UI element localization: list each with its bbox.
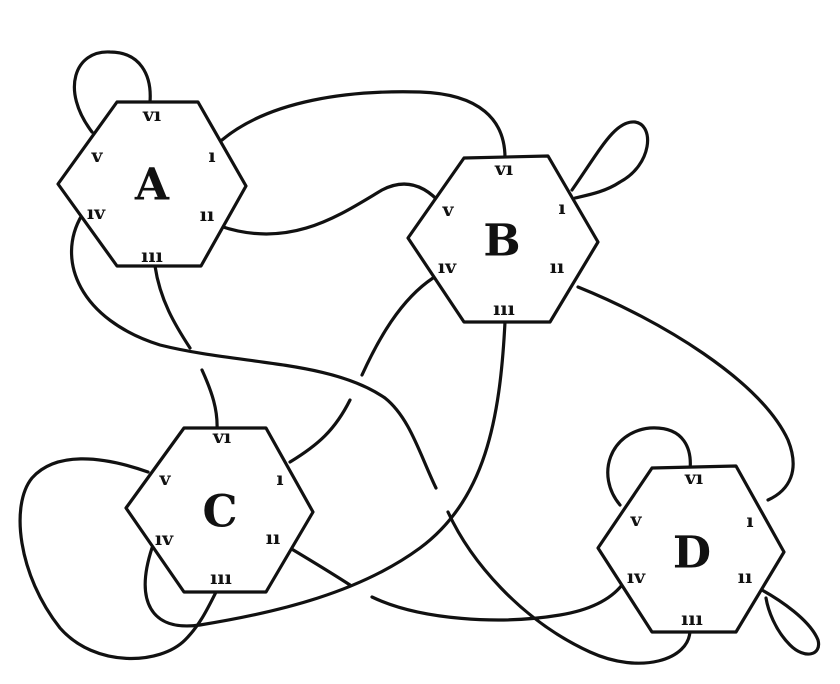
node-c-port-ii: ıı [266,527,280,549]
node-a-hexagon [56,100,248,268]
node-a: A vı ı ıı ııı ıv v [56,100,248,268]
node-b-port-i: ı [558,197,565,219]
strand-a-ii-to-b-v [218,182,444,236]
node-c-hexagon [124,426,315,594]
strand-a-iv-to-d-iii-part2 [446,510,692,665]
strand-a-self-loop [72,50,152,134]
strand-b-iv-to-c-i-lower [288,398,352,464]
node-a-port-iii: ııı [141,245,163,267]
node-b-port-iv: ıv [438,256,457,278]
node-b: B vı ı ıı ııı ıv v [406,154,600,324]
node-a-port-v: v [90,145,103,167]
node-a-port-iv: ıv [87,202,106,224]
node-c-port-iii: ııı [210,567,232,589]
node-b-hexagon [406,154,600,324]
node-b-port-vi: vı [494,158,513,180]
strand-b-self-loop [570,120,650,200]
strand-a-iii-to-c-vi-lower [200,368,219,432]
node-d-port-v: v [629,509,642,531]
node-c-port-i: ı [276,468,283,490]
strand-c-v-outer-loop [18,457,220,661]
strand-a-iv-to-d-iii-part1 [69,213,438,490]
node-c: C vı ı ıı ııı ıv v [124,426,315,594]
node-a-label: A [134,160,170,211]
strand-a-i-to-b-vi [220,90,507,160]
node-a-port-ii: ıı [200,204,214,226]
node-d-label: D [673,528,711,579]
strand-d-top-loop [606,426,692,507]
node-a-port-i: ı [208,145,215,167]
node-d-hexagon [596,464,786,634]
node-d-port-ii: ıı [738,566,752,588]
strand-b-ii-to-d [576,285,795,502]
node-c-label: C [202,487,237,538]
strand-d-right-loop [760,588,821,656]
strand-c-ii-to-d-iv-part1 [288,546,352,587]
strand-c-ii-to-d-iv-part2 [370,583,624,622]
node-b-label: B [483,216,520,267]
node-b-port-v: v [441,199,454,221]
node-b-port-ii: ıı [550,256,564,278]
node-a-port-vi: vı [142,104,161,126]
node-c-port-iv: ıv [155,528,174,550]
node-d: D vı ı ıı ııı ıv v [596,464,786,634]
node-d-port-iv: ıv [627,566,646,588]
node-d-port-iii: ııı [681,608,703,630]
node-c-port-v: v [158,468,171,490]
node-d-port-i: ı [746,510,753,532]
strand-b-iii-to-c-iv [143,320,507,628]
node-c-port-vi: vı [212,426,231,448]
node-d-port-vi: vı [684,467,703,489]
strands [18,50,821,665]
strand-a-iii-to-c-vi-upper [153,264,192,350]
strand-b-iv-to-c-i-upper [360,276,435,377]
node-b-port-iii: ııı [493,298,515,320]
